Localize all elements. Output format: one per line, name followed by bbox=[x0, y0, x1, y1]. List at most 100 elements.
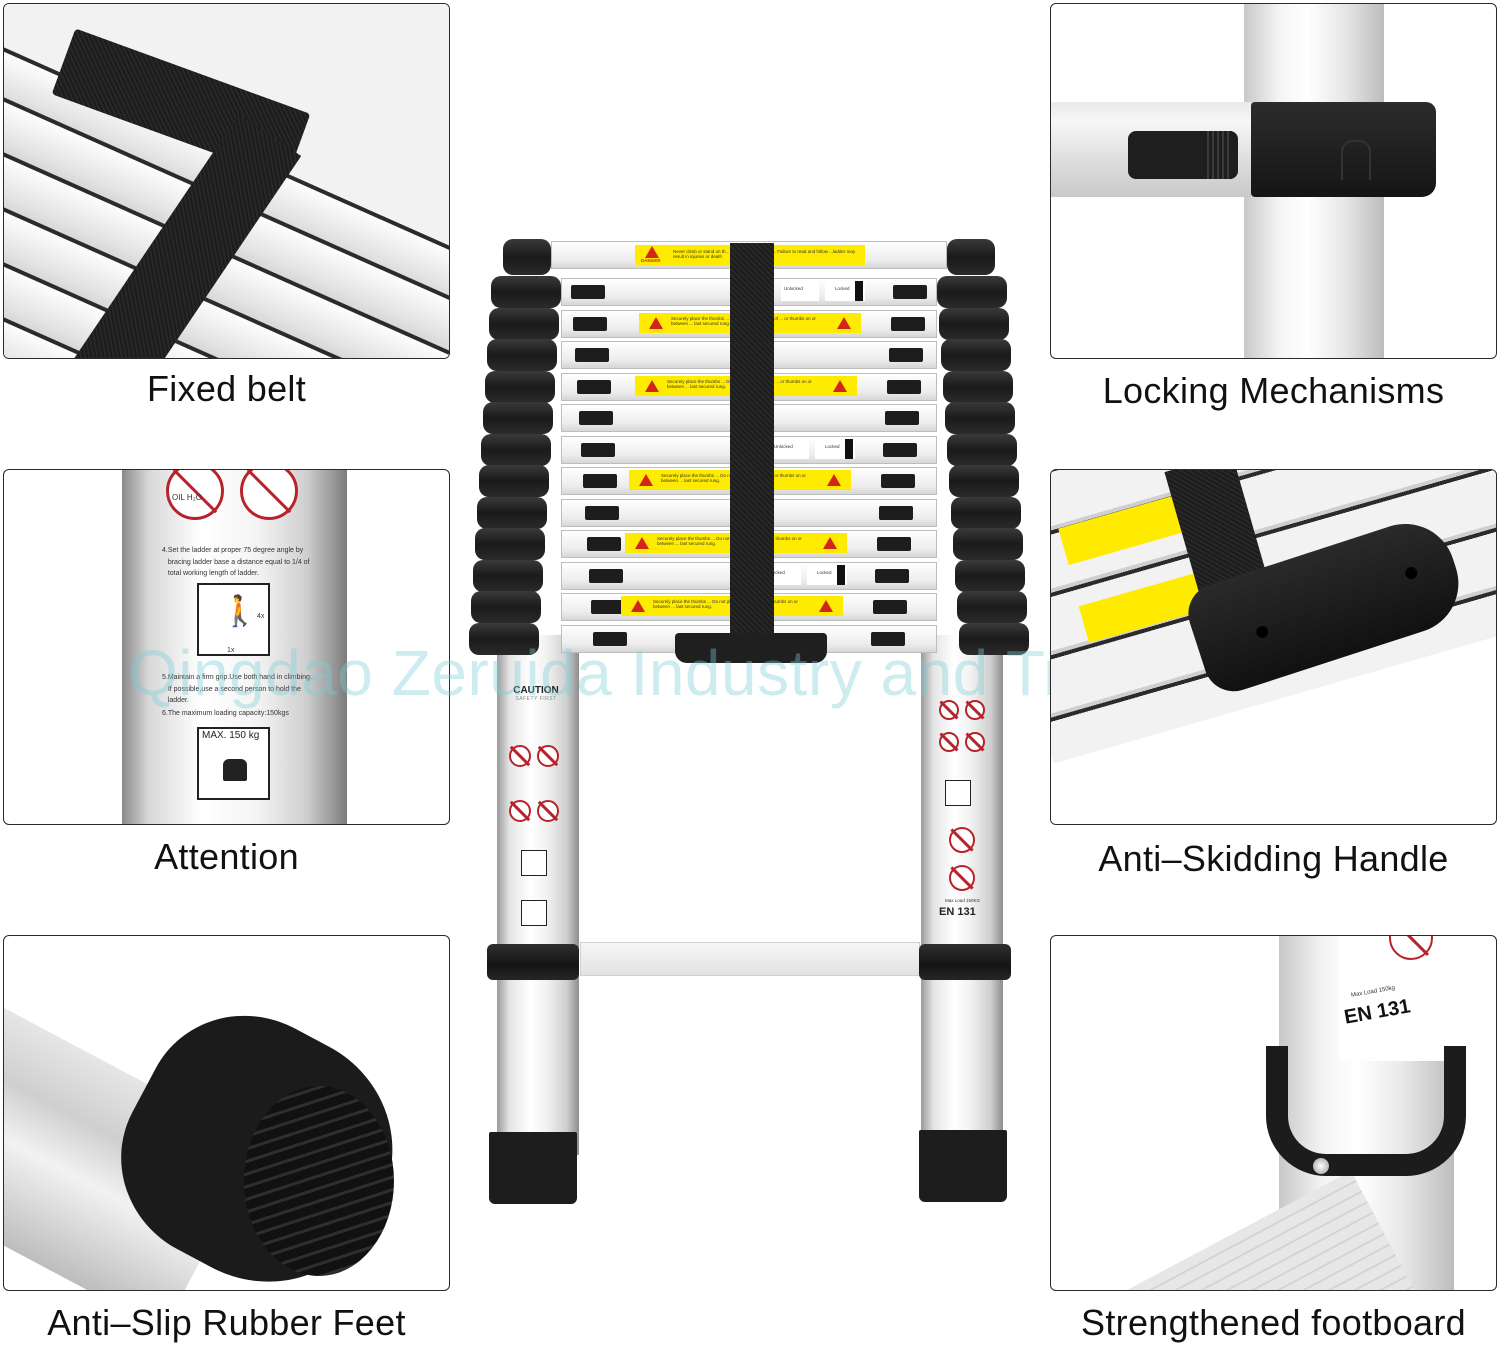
no-sign-icon bbox=[965, 700, 985, 720]
weight-icon bbox=[223, 759, 247, 781]
rung-end-cap-right bbox=[949, 465, 1019, 497]
max-load-pictogram bbox=[521, 900, 547, 926]
rung-end-cap-right bbox=[943, 370, 1013, 403]
instruction-step-5: 5.Maintain a firm grip.Use both hand in … bbox=[162, 674, 312, 704]
max-load-pictogram: MAX. 150 kg bbox=[197, 727, 270, 800]
rung-end-cap-right bbox=[947, 433, 1017, 466]
strengthened-footboard-image: Max Load 150kg EN 131 bbox=[1050, 935, 1497, 1291]
lock-latch-left bbox=[593, 631, 627, 646]
rung-end-cap-left bbox=[487, 339, 557, 371]
telescopic-ladder-image: CAUTION SAFETY FIRST Max Load 150KG EN 1… bbox=[469, 235, 1029, 1205]
collar-notch bbox=[1341, 140, 1371, 180]
rung-end-cap-right bbox=[951, 496, 1021, 529]
top-end-cap-right bbox=[947, 239, 995, 275]
ladder-rung: Securely place the thumbs ... Do not pla… bbox=[471, 591, 1027, 623]
no-sign-icon bbox=[949, 827, 975, 853]
rung-end-cap-left bbox=[469, 622, 539, 655]
rung-end-cap-right bbox=[953, 528, 1023, 560]
lock-latch-right bbox=[885, 411, 919, 425]
lock-latch-right bbox=[879, 505, 913, 520]
instruction-step-4: 4.Set the ladder at proper 75 degree ang… bbox=[162, 547, 310, 577]
lock-latch-right bbox=[883, 442, 917, 457]
right-footboard-sleeve bbox=[919, 944, 1011, 980]
lock-latch-left bbox=[589, 568, 623, 583]
no-sign-icon bbox=[537, 745, 559, 767]
max-load-text: Max Load 150kg bbox=[1350, 985, 1396, 999]
rung-end-cap-right bbox=[959, 622, 1029, 655]
lock-latch-left bbox=[583, 474, 617, 488]
angle-pictogram bbox=[521, 850, 547, 876]
right-stile bbox=[921, 635, 1003, 1155]
rung-end-cap-right bbox=[955, 559, 1025, 592]
rung-end-cap-right bbox=[939, 307, 1009, 340]
right-rubber-foot bbox=[919, 1130, 1007, 1202]
rubber-tread-grooves bbox=[244, 1086, 394, 1276]
no-uneven-ground-icon bbox=[240, 470, 298, 520]
rung-end-cap-right bbox=[945, 402, 1015, 434]
bottom-footboard bbox=[580, 942, 920, 976]
ladder-angle-pictogram: 🚶 4x 1x bbox=[197, 583, 270, 656]
ratio-1x: 1x bbox=[227, 647, 235, 654]
caption-anti-skidding-handle: Anti–Skidding Handle bbox=[1098, 838, 1449, 879]
lock-latch-left bbox=[575, 348, 609, 362]
anti-skidding-handle-image bbox=[1050, 469, 1497, 825]
lock-indicator: Locked bbox=[815, 438, 855, 459]
max-load-small-text: Max Load 150KG bbox=[945, 898, 981, 903]
handle-hole bbox=[1403, 565, 1419, 581]
locking-mechanisms-image bbox=[1050, 3, 1497, 359]
top-end-cap-left bbox=[503, 239, 551, 275]
caption-anti-slip-rubber-feet: Anti–Slip Rubber Feet bbox=[47, 1302, 406, 1343]
no-sign-icon bbox=[1389, 936, 1433, 960]
rung-end-cap-right bbox=[957, 591, 1027, 623]
lock-latch-right bbox=[893, 285, 927, 299]
height-pictogram bbox=[945, 780, 971, 806]
rung-end-cap-left bbox=[475, 528, 545, 560]
no-sign-icon bbox=[939, 700, 959, 720]
rung-end-cap-left bbox=[477, 496, 547, 529]
instruction-step-6: 6.The maximum loading capacity:150kgs bbox=[162, 710, 289, 717]
rung-end-cap-left bbox=[471, 591, 541, 623]
caution-subtitle: SAFETY FIRST bbox=[515, 696, 557, 702]
rung-end-cap-left bbox=[485, 370, 555, 403]
lock-latch-right bbox=[889, 348, 923, 362]
rivet-icon bbox=[1313, 1158, 1329, 1174]
max-load-text: MAX. 150 kg bbox=[202, 730, 260, 741]
lock-latch-right bbox=[875, 568, 909, 583]
lock-latch-right bbox=[891, 316, 925, 331]
left-footboard-sleeve bbox=[487, 944, 579, 980]
caution-label: CAUTION SAFETY FIRST bbox=[505, 685, 567, 926]
caption-fixed-belt: Fixed belt bbox=[146, 368, 307, 409]
slider-grip-ridges bbox=[1204, 131, 1232, 179]
fixed-belt-strap bbox=[730, 243, 774, 643]
no-sign-icon bbox=[965, 732, 985, 752]
caption-locking-mechanisms: Locking Mechanisms bbox=[1102, 370, 1445, 411]
rung-end-cap-left bbox=[483, 402, 553, 434]
no-sign-icon bbox=[509, 800, 531, 822]
lock-latch-left bbox=[585, 505, 619, 520]
no-slippery-surface-icon bbox=[166, 470, 224, 520]
rung-end-cap-left bbox=[481, 433, 551, 466]
ladder-stile-label: OIL H₂O 4.Set the ladder at proper 75 de… bbox=[122, 470, 347, 824]
lock-latch-right bbox=[873, 600, 907, 614]
caution-title: CAUTION bbox=[513, 685, 559, 696]
lock-latch-right bbox=[871, 631, 905, 646]
rung-end-cap-left bbox=[473, 559, 543, 592]
rubber-collar-clamp bbox=[1251, 102, 1436, 197]
lock-latch-right bbox=[887, 379, 921, 394]
rung-end-cap-left bbox=[479, 465, 549, 497]
label-sticker: Max Load 150kg EN 131 bbox=[1339, 936, 1454, 1061]
attention-image: OIL H₂O 4.Set the ladder at proper 75 de… bbox=[3, 469, 450, 825]
lock-latch-left bbox=[577, 379, 611, 394]
lock-latch-left bbox=[571, 285, 605, 299]
en131-mark: EN 131 bbox=[939, 906, 976, 918]
lock-latch-left bbox=[573, 316, 607, 331]
handle-hole bbox=[1254, 624, 1270, 640]
lock-latch-right bbox=[877, 537, 911, 551]
no-sign-icon bbox=[509, 745, 531, 767]
rubber-feet-image bbox=[3, 935, 450, 1291]
lock-latch-right bbox=[881, 474, 915, 488]
rung-end-cap-right bbox=[941, 339, 1011, 371]
oil-water-text: OIL H₂O bbox=[172, 493, 202, 502]
no-sign-icon bbox=[537, 800, 559, 822]
left-stile bbox=[497, 635, 579, 1155]
